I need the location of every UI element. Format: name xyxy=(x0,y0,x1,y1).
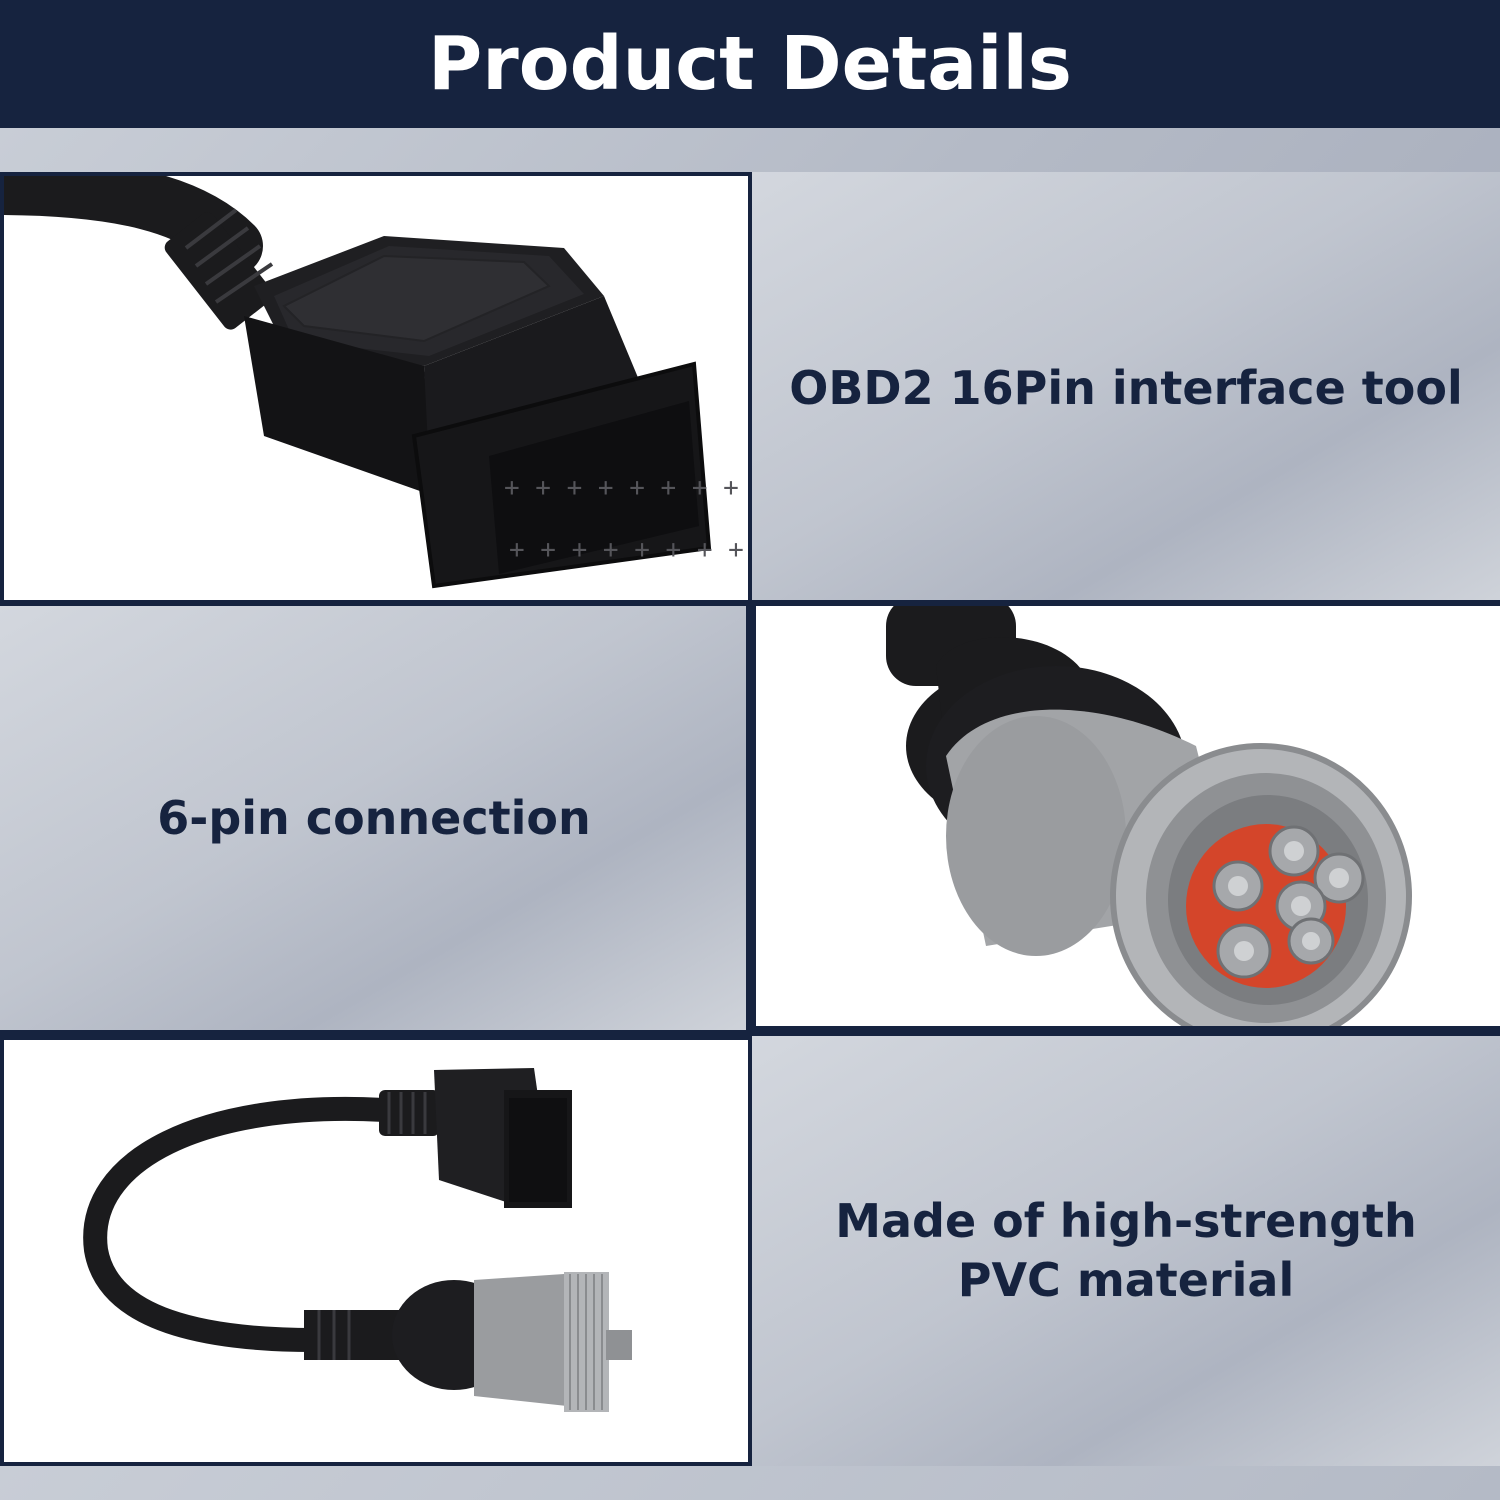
six-pin-connector-photo xyxy=(752,606,1500,1030)
obd2-caption-tile: OBD2 16Pin interface tool xyxy=(752,172,1500,604)
obd2-caption: OBD2 16Pin interface tool xyxy=(789,360,1463,415)
material-caption: Made of high-strength PVC material xyxy=(835,1192,1417,1310)
obd2-16pin-female-connector-icon: + + + + + + + + + + + + + + + + xyxy=(4,176,744,589)
row-divider xyxy=(0,1030,1500,1036)
6pin-round-connector-icon xyxy=(886,606,1412,1026)
adapter-cable-icon xyxy=(83,1068,632,1412)
material-caption-line2: PVC material xyxy=(957,1253,1295,1307)
svg-text:+ + + + + + + +: + + + + + + + + xyxy=(504,473,739,503)
svg-text:+ + + + + + + +: + + + + + + + + xyxy=(509,535,744,565)
material-caption-line1: Made of high-strength xyxy=(835,1194,1417,1249)
material-caption-tile: Made of high-strength PVC material xyxy=(752,1036,1500,1466)
six-pin-caption: 6-pin connection xyxy=(157,790,591,845)
header-bar: Product Details xyxy=(0,0,1500,128)
obd2-connector-photo: + + + + + + + + + + + + + + + + xyxy=(0,172,752,604)
bottom-strip xyxy=(0,1466,1500,1500)
six-pin-caption-tile: 6-pin connection xyxy=(0,606,748,1030)
page-title: Product Details xyxy=(428,21,1072,107)
adapter-cable-photo xyxy=(0,1036,752,1466)
